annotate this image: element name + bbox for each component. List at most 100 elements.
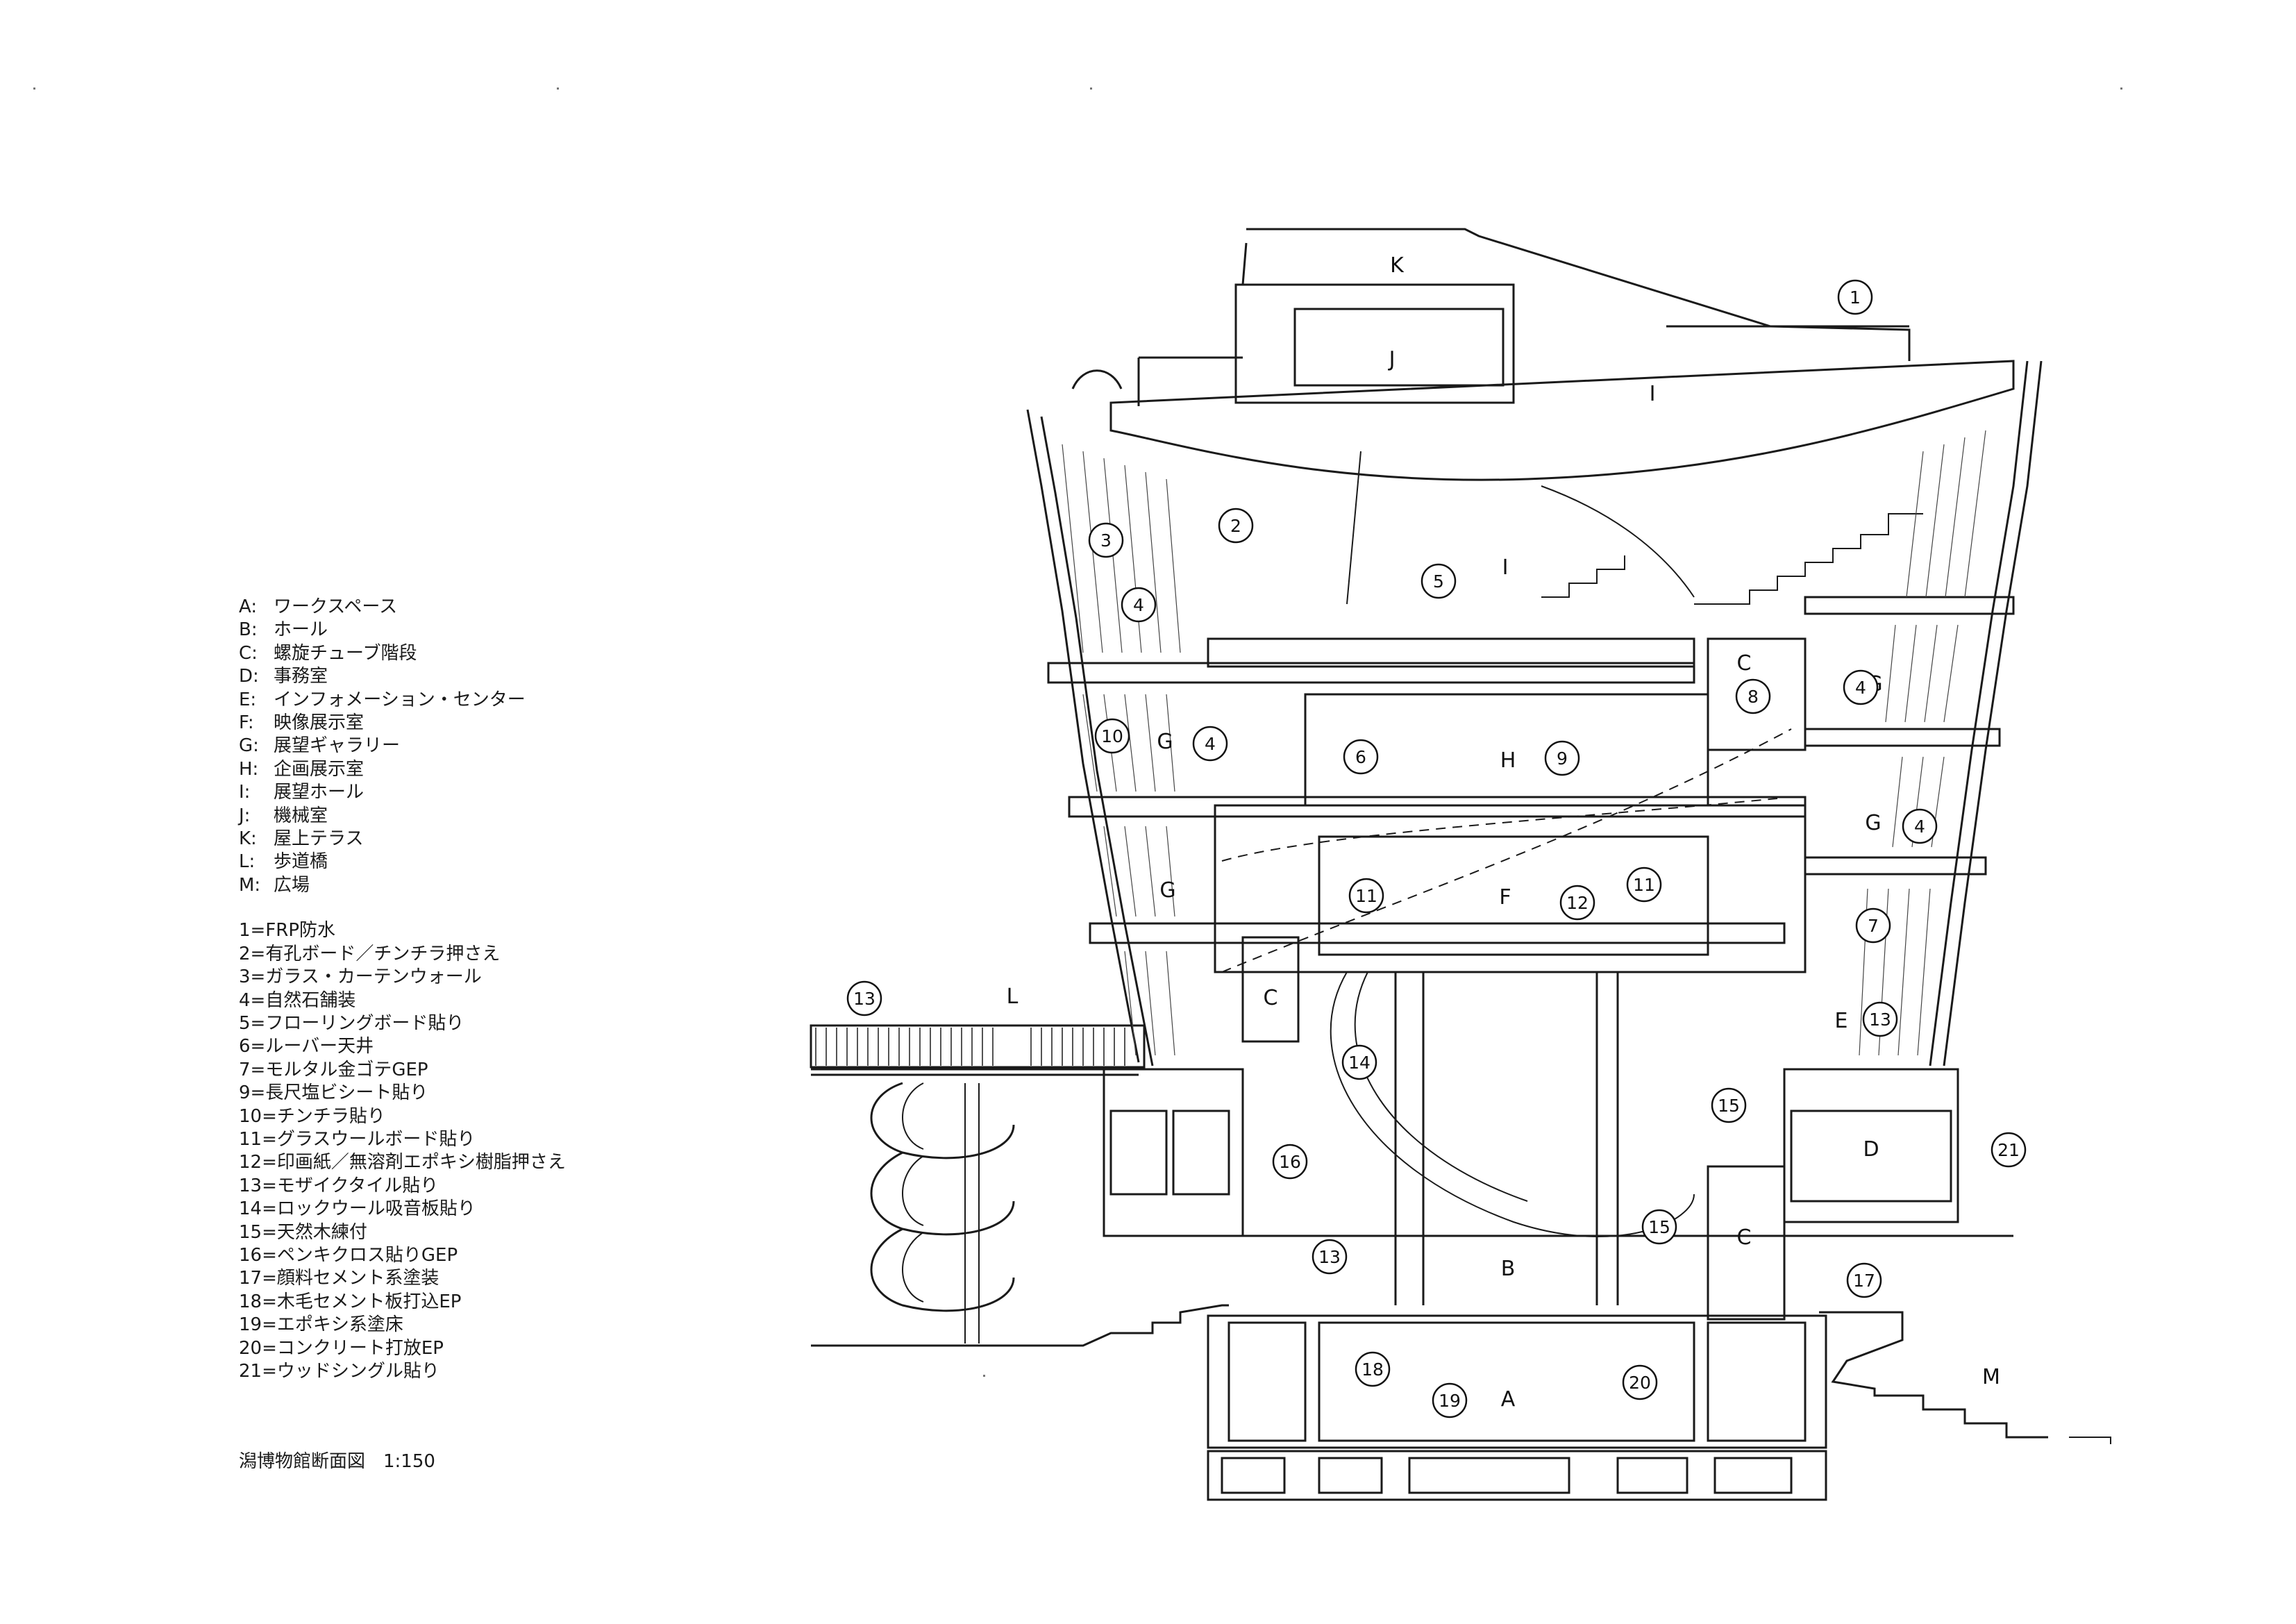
callout-number: 1 xyxy=(1850,287,1861,308)
room-label: C xyxy=(1737,1225,1752,1250)
callout-marker: 20 xyxy=(1622,1364,1658,1400)
room-label: F xyxy=(1499,885,1511,910)
material-key-item: 11=グラスウールボード貼り xyxy=(239,1128,476,1150)
room-key-item: L: 歩道橋 xyxy=(239,851,628,873)
room-key-code: A: xyxy=(239,596,258,617)
material-key-item: 17=顔料セメント系塗装 xyxy=(239,1268,439,1289)
room-key-name: 広場 xyxy=(274,874,310,896)
room-key-item: C:螺旋チューブ階段 xyxy=(239,642,628,665)
material-key-item: 10=チンチラ貼り xyxy=(239,1105,385,1127)
material-key-item: 3=ガラス・カーテンウォール xyxy=(239,966,482,988)
material-key-item: 14=ロックウール吸音板貼り xyxy=(239,1198,476,1220)
callout-circle xyxy=(1837,279,1873,315)
callout-number: 8 xyxy=(1748,687,1759,707)
callout-circle xyxy=(1341,1044,1377,1080)
callout-number: 15 xyxy=(1648,1217,1670,1237)
callout-marker: 7 xyxy=(1855,907,1891,944)
callout-circle xyxy=(1088,522,1124,558)
material-key-item: 12=印画紙／無溶剤エポキシ樹脂押さえ xyxy=(239,1152,566,1173)
callout-number: 11 xyxy=(1633,875,1655,895)
room-key-item: A:ワークスペース xyxy=(239,596,628,619)
room-label: I xyxy=(1650,382,1656,406)
callout-number: 4 xyxy=(1914,817,1925,837)
room-key-item: M:広場 xyxy=(239,874,628,897)
callout-circle xyxy=(1312,1239,1348,1275)
callout-number: 2 xyxy=(1230,516,1241,536)
room-key-name: 機械室 xyxy=(274,805,328,826)
callout-number: 19 xyxy=(1439,1391,1461,1411)
room-key-code: E: xyxy=(239,689,257,710)
callout-marker: 11 xyxy=(1626,867,1662,903)
callout-marker: 1 xyxy=(1837,279,1873,315)
callout-circle xyxy=(1622,1364,1658,1400)
room-label: L xyxy=(1007,985,1019,1009)
room-key-item: J:機械室 xyxy=(239,805,628,828)
callout-marker: 15 xyxy=(1641,1209,1677,1245)
room-labels: KJIICGGHFGGCEDCBALM xyxy=(1007,253,2000,1412)
room-label: E xyxy=(1835,1009,1848,1033)
material-key-item: 5=フローリングボード貼り xyxy=(239,1012,464,1034)
room-label: A xyxy=(1501,1387,1516,1412)
callout-number: 13 xyxy=(853,989,875,1009)
room-key-code: I: xyxy=(239,782,251,803)
callout-number: 14 xyxy=(1348,1053,1371,1073)
callout-circle xyxy=(1121,587,1157,623)
callout-circle xyxy=(1559,885,1595,921)
callout-circle xyxy=(1641,1209,1677,1245)
callout-number: 16 xyxy=(1279,1152,1301,1172)
callout-number: 7 xyxy=(1868,916,1879,936)
callout-marker: 4 xyxy=(1121,587,1157,623)
callout-circle xyxy=(1348,878,1384,914)
room-label: M xyxy=(1982,1365,2000,1389)
callout-number: 5 xyxy=(1433,571,1444,592)
callout-number: 15 xyxy=(1718,1096,1740,1116)
callout-marker: 4 xyxy=(1902,808,1938,844)
material-key-item: 2=有孔ボード／チンチラ押さえ xyxy=(239,943,501,964)
room-key-name: 企画展示室 xyxy=(274,758,364,780)
callout-marker: 13 xyxy=(1312,1239,1348,1275)
room-key-item: F:映像展示室 xyxy=(239,712,628,735)
room-key-item: E: インフォメーション・センター xyxy=(239,689,628,712)
callout-circle xyxy=(1343,739,1379,775)
room-label: H xyxy=(1500,748,1516,773)
callout-marker: 13 xyxy=(846,980,882,1016)
callout-marker: 21 xyxy=(1991,1132,2027,1168)
room-key-item: K:屋上テラス xyxy=(239,828,628,851)
callout-marker: 6 xyxy=(1343,739,1379,775)
callout-number: 10 xyxy=(1101,726,1123,746)
callout-marker: 16 xyxy=(1272,1144,1308,1180)
material-key-item: 4=自然石舗装 xyxy=(239,989,356,1011)
room-key-code: L: xyxy=(239,851,255,873)
room-key-item: G:展望ギャラリー xyxy=(239,735,628,757)
callout-circle xyxy=(1218,508,1254,544)
callout-number: 13 xyxy=(1869,1010,1891,1030)
callout-circle xyxy=(1094,718,1130,754)
callout-circle xyxy=(1544,740,1580,776)
scan-mark xyxy=(557,87,559,90)
scan-mark xyxy=(1090,87,1092,90)
room-key-code: D: xyxy=(239,666,259,687)
room-label: J xyxy=(1388,347,1396,371)
room-key-name: インフォメーション・センター xyxy=(274,689,526,710)
callout-circle xyxy=(1902,808,1938,844)
callout-circle xyxy=(1735,678,1771,714)
callout-circle xyxy=(1846,1262,1882,1298)
room-key-name: 歩道橋 xyxy=(274,851,328,873)
callout-number: 11 xyxy=(1355,886,1377,906)
room-label: G xyxy=(1157,730,1173,754)
callout-number: 18 xyxy=(1361,1359,1384,1380)
callout-marker: 4 xyxy=(1192,726,1228,762)
room-label: G xyxy=(1159,878,1175,903)
callout-circle xyxy=(1272,1144,1308,1180)
room-key-code: K: xyxy=(239,828,257,850)
room-key-item: B:ホール xyxy=(239,619,628,642)
room-key-name: 螺旋チューブ階段 xyxy=(274,642,417,664)
material-key-item: 18=木毛セメント板打込EP xyxy=(239,1291,462,1312)
callout-circle xyxy=(1421,563,1457,599)
callout-circle xyxy=(1626,867,1662,903)
callout-number: 4 xyxy=(1855,678,1866,698)
